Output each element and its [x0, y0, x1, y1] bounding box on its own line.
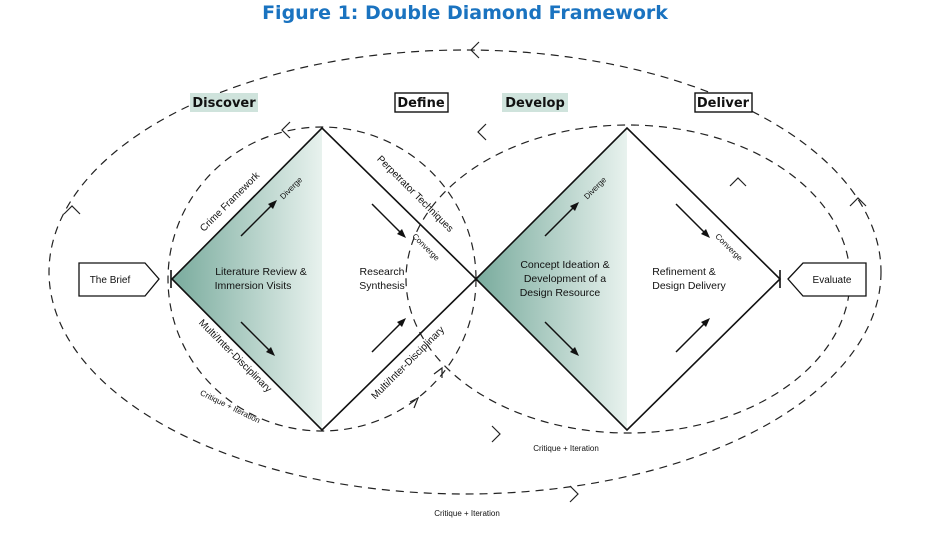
loop2-chevron-top: [477, 123, 487, 141]
d2-left-line1: Concept Ideation &: [520, 259, 609, 271]
outer-loop-chevron-top: [470, 41, 480, 59]
loop2-chevron-right: [729, 177, 747, 187]
d2-converge-label: Converge: [713, 232, 744, 263]
outer-loop-chevron-left: [63, 205, 81, 215]
outer-iteration-loop: [48, 49, 882, 495]
d1-edge-lower-right: Multi/Inter-Disciplinary: [370, 325, 447, 402]
d1-left-line1: Literature Review &: [215, 266, 307, 278]
figure-title: Figure 1: Double Diamond Framework: [262, 2, 668, 24]
evaluate-label: Evaluate: [813, 275, 852, 286]
loop2-chevron-bottom: [491, 425, 501, 443]
d1-right-line2: Synthesis: [359, 280, 405, 292]
loop1-chevron-top: [281, 121, 291, 139]
d2-right-line2: Design Delivery: [652, 280, 726, 292]
d2-converge-arrow: [675, 203, 710, 238]
define-frame: [394, 92, 449, 113]
phase-deliver: Deliver: [697, 96, 750, 111]
diamond1-shaded-half: [172, 128, 322, 430]
evaluate-box: [787, 262, 867, 297]
deliver-frame: [694, 92, 753, 113]
loop1-chevron-bottom-right: [433, 366, 443, 378]
loop2-chevron-left-bottom: [409, 396, 420, 409]
discover-highlight: [190, 93, 258, 112]
d2-converge-arrow-lower: [675, 318, 710, 353]
loop1-label: Critique + Iteration: [199, 388, 262, 425]
d2-left-line3: Design Resource: [520, 287, 601, 299]
d1-converge-arrow: [371, 203, 406, 238]
diamond2-iteration-loop: [405, 124, 851, 434]
d1-converge-label: Converge: [410, 232, 441, 263]
d1-converge-arrow-lower: [371, 318, 406, 353]
d1-diverge-arrow: [240, 200, 277, 237]
outer-loop-chevron-bottom: [569, 485, 579, 503]
loop2-label: Critique + Iteration: [533, 444, 599, 453]
phase-develop: Develop: [505, 96, 565, 111]
d2-left-line2: Development of a: [524, 273, 606, 285]
d2-diverge-arrow-lower: [544, 321, 579, 356]
develop-highlight: [502, 93, 568, 112]
d2-diverge-arrow: [544, 202, 579, 237]
phase-define: Define: [397, 96, 444, 111]
brief-label: The Brief: [90, 275, 131, 286]
brief-box: [78, 262, 160, 297]
diamond2-shaded-half: [476, 128, 627, 430]
outer-loop-label: Critique + Iteration: [434, 509, 500, 518]
d1-right-line1: Research: [360, 266, 405, 278]
outer-loop-chevron-right: [849, 197, 867, 207]
phase-discover: Discover: [192, 96, 256, 111]
d2-right-line1: Refinement &: [652, 266, 716, 278]
d1-left-line2: Immersion Visits: [215, 280, 292, 292]
d1-diverge-arrow-lower: [240, 321, 275, 356]
